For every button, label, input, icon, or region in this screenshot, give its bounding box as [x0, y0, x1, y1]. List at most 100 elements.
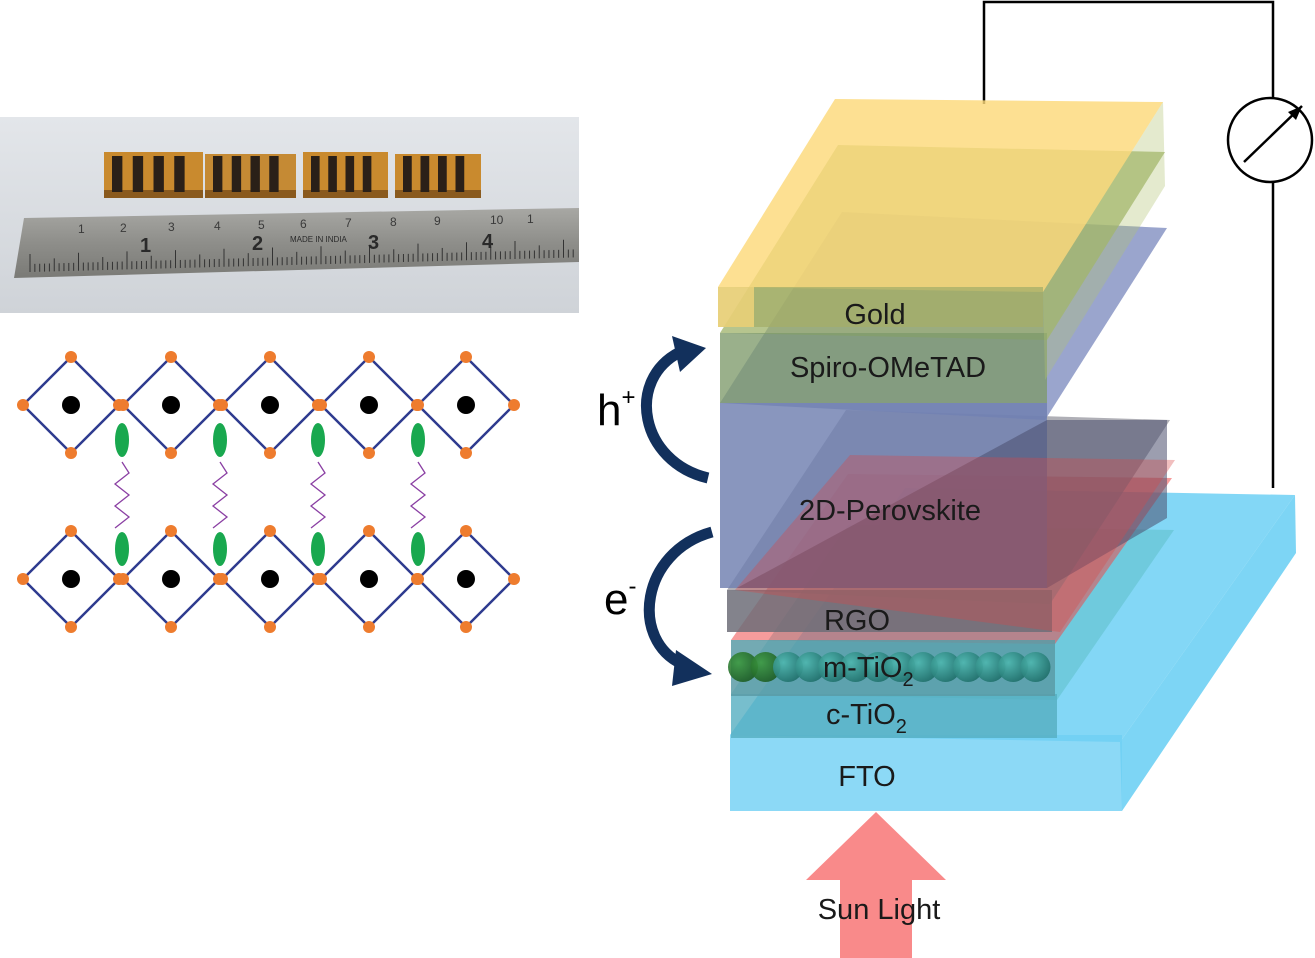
- steel-ruler: 1 2 3 4 1 2 3 4 5 6 7 8 9 10 1 MADE IN I…: [14, 208, 579, 278]
- electrode-stripe: [420, 156, 430, 192]
- tio2-nanoparticle: [773, 652, 803, 682]
- corner-atom: [508, 399, 520, 411]
- electrode-stripes: [112, 156, 465, 192]
- ruler-mm-label: 1: [78, 222, 85, 236]
- corner-atom: [315, 573, 327, 585]
- corner-atom: [460, 621, 472, 633]
- ruler-mm-label: 7: [345, 216, 352, 230]
- external-circuit: [982, 0, 1314, 488]
- spacer-cation: [115, 532, 129, 566]
- device-photo: 1 2 3 4 1 2 3 4 5 6 7 8 9 10 1 MADE IN I…: [0, 117, 579, 313]
- meter-icon: [1226, 96, 1314, 184]
- ruler-cm-label: 4: [482, 231, 494, 253]
- ruler-ticks: [29, 239, 574, 272]
- central-atom: [457, 396, 475, 414]
- alkyl-chain: [113, 461, 131, 529]
- ruler-mm-label: 5: [258, 218, 265, 232]
- electrode-stripe: [174, 156, 185, 192]
- gold-layer: [718, 99, 1165, 380]
- corner-atom: [65, 351, 77, 363]
- corner-atom: [363, 621, 375, 633]
- tio2-nanoparticle: [930, 652, 961, 682]
- electrode-stripe: [362, 156, 372, 192]
- electrode-stripe: [328, 156, 337, 192]
- corner-atom: [216, 573, 228, 585]
- tio2-nanoparticle: [885, 652, 916, 682]
- corner-atom: [65, 525, 77, 537]
- electron-label: e-: [604, 573, 636, 624]
- ruler-mm-label: 10: [490, 213, 504, 227]
- corner-atom: [17, 399, 29, 411]
- electrode-stripe: [132, 156, 144, 192]
- corner-atom: [412, 573, 424, 585]
- ruler-cm-label: 2: [252, 233, 263, 255]
- corner-atom: [264, 447, 276, 459]
- arrow-head-icon: [672, 336, 706, 372]
- hole-label: h+: [597, 384, 636, 435]
- electrode-stripe: [213, 156, 223, 192]
- ruler-mm-label: 1: [527, 212, 534, 226]
- central-atom: [360, 570, 378, 588]
- corner-atom: [165, 525, 177, 537]
- tio2-nanoparticle: [975, 652, 1006, 682]
- alkyl-chain: [211, 461, 229, 529]
- tio2-nanoparticle: [998, 652, 1028, 682]
- central-atom: [62, 396, 80, 414]
- corner-atom: [315, 399, 327, 411]
- corner-atom: [264, 621, 276, 633]
- central-atom: [360, 396, 378, 414]
- corner-atom: [412, 399, 424, 411]
- corner-atom: [363, 525, 375, 537]
- central-atom: [457, 570, 475, 588]
- electrode-stripe: [345, 156, 355, 192]
- electrode-stripe: [403, 156, 412, 192]
- electrode-stripe: [231, 156, 242, 192]
- corner-atom: [264, 525, 276, 537]
- electrode-stripe: [455, 156, 465, 192]
- electron-transfer-arrow: [643, 526, 714, 686]
- sample-chips: [104, 152, 481, 198]
- spacer-cation: [311, 423, 325, 457]
- perovskite-label: 2D-Perovskite: [799, 495, 981, 527]
- spacer-cation: [115, 423, 129, 457]
- alkyl-chain: [309, 461, 327, 529]
- corner-atom: [165, 447, 177, 459]
- central-atom: [261, 396, 279, 414]
- alkyl-chain: [409, 461, 427, 529]
- tio2-nanoparticle: [818, 652, 848, 682]
- corner-atom: [117, 573, 129, 585]
- tio2-nanoparticle: [953, 652, 983, 682]
- spacer-cation: [411, 532, 425, 566]
- meter-needle-tip-icon: [1288, 106, 1302, 120]
- ruler-mm-label: 3: [168, 220, 175, 234]
- corner-atom: [65, 447, 77, 459]
- gold-label: Gold: [844, 299, 905, 331]
- corner-atom: [264, 351, 276, 363]
- hole-transfer-arrow: [641, 336, 710, 484]
- electrode-stripe: [311, 156, 320, 192]
- tio2-nanoparticle: [908, 652, 938, 682]
- electrode-stripe: [153, 156, 164, 192]
- central-atom: [62, 570, 80, 588]
- corner-atom: [460, 447, 472, 459]
- ruler-mm-label: 9: [434, 214, 441, 228]
- ruler-mm-label: 2: [120, 221, 127, 235]
- electrode-stripe: [269, 156, 279, 192]
- ruler-maker-mark: MADE IN INDIA: [290, 235, 348, 244]
- spacer-cation: [411, 423, 425, 457]
- spacer-cation: [213, 423, 227, 457]
- corner-atom: [17, 573, 29, 585]
- ruler-cm-label: 3: [368, 232, 379, 254]
- spacer-cation: [213, 532, 227, 566]
- corner-atom: [165, 621, 177, 633]
- device-stack: Gold Spiro-OMeTAD 2D-Perovskite RGO m-Ti…: [718, 99, 1296, 811]
- central-atom: [162, 396, 180, 414]
- electrode-stripe: [112, 156, 123, 192]
- corner-atom: [460, 351, 472, 363]
- tio2-nanoparticle: [728, 652, 758, 682]
- fto-label: FTO: [838, 761, 895, 793]
- circuit-wire: [982, 0, 1275, 488]
- corner-atom: [65, 621, 77, 633]
- perovskite-structure: [17, 351, 520, 633]
